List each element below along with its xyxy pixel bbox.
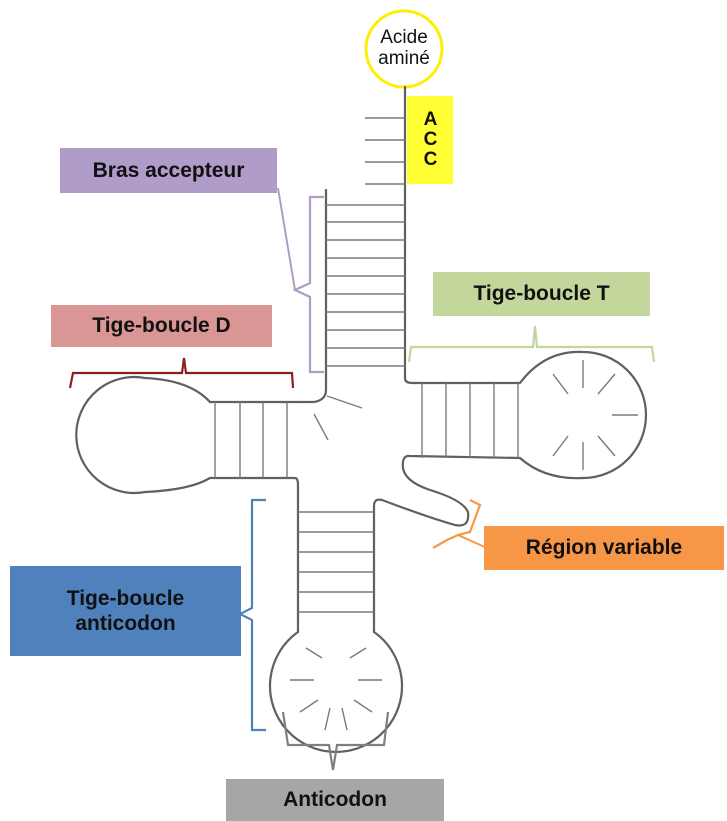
variable-region-bracket (432, 499, 482, 549)
acc-sequence: A C C (408, 96, 453, 184)
t-arm-bracket (407, 325, 656, 363)
acceptor-arm-bracket (292, 195, 324, 374)
acc-box (407, 96, 453, 184)
amino-acid-label: Acide aminé (359, 22, 449, 76)
base-pair-lines (214, 117, 638, 731)
acc-base-3: C (423, 148, 438, 170)
d-arm-label: Tige-boucle D (51, 305, 272, 347)
anticodon-arm-label: Tige-boucle anticodon (10, 566, 241, 656)
t-arm-label: Tige-boucle T (433, 272, 650, 316)
anticodon-arm-bracket (237, 498, 266, 732)
variable-region-label: Région variable (484, 526, 724, 570)
anticodon-bracket (281, 711, 390, 771)
anticodon-arm-label-line1: Tige-boucle (66, 586, 185, 610)
anticodon-label: Anticodon (226, 779, 444, 821)
variable-region-connector (457, 534, 488, 549)
acceptor-arm-connector (277, 187, 296, 291)
amino-acid-text-line2: aminé (378, 48, 430, 69)
acc-base-2: C (423, 129, 438, 151)
acceptor-arm-label: Bras accepteur (60, 148, 277, 193)
anticodon-arm-label-line2: anticodon (75, 612, 176, 635)
acc-base-1: A (423, 109, 438, 131)
d-arm-bracket (68, 357, 295, 389)
amino-acid-text-line1: Acide (380, 27, 428, 49)
